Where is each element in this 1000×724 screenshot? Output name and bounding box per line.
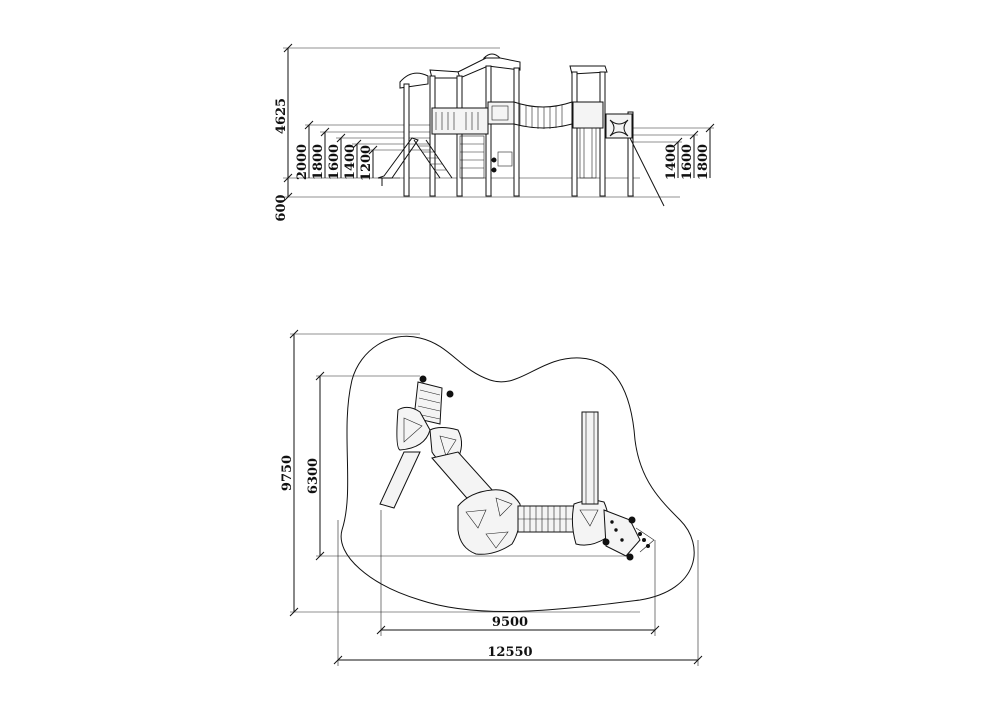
label-equipment-depth: 6300 <box>306 458 321 494</box>
label-height-2000: 2000 <box>295 144 310 180</box>
dimension-equipment-depth: 6300 <box>306 371 630 561</box>
dimension-height-total: 4625 <box>274 43 500 183</box>
dimension-overall-depth: 9750 <box>280 329 640 617</box>
dimension-ground-depth: 600 <box>274 178 680 222</box>
label-height-right-1800: 1800 <box>696 144 711 180</box>
dimension-right-heights: 1400 1600 1800 <box>630 123 715 180</box>
label-height-1200: 1200 <box>359 145 374 181</box>
label-overall-width: 12550 <box>487 645 532 660</box>
safety-zone-outline <box>340 335 695 613</box>
label-ground-depth: 600 <box>274 194 289 221</box>
elevation-view: 4625 600 2000 1800 <box>274 43 715 222</box>
elevation-structure <box>377 53 665 207</box>
label-height-1600: 1600 <box>327 144 342 180</box>
label-height-1400: 1400 <box>343 144 358 180</box>
plan-structure <box>379 375 655 561</box>
label-height-1800: 1800 <box>311 144 326 180</box>
label-height-right-1600: 1600 <box>680 144 695 180</box>
label-height-right-1400: 1400 <box>664 144 679 180</box>
label-overall-depth: 9750 <box>280 455 295 491</box>
plan-view: 9750 6300 9500 12550 <box>280 329 703 666</box>
dimension-overall-width: 12550 <box>333 520 703 666</box>
label-equipment-width: 9500 <box>492 615 528 630</box>
dimension-left-heights: 2000 1800 1600 1400 1200 <box>295 120 430 181</box>
label-height-total: 4625 <box>274 98 289 134</box>
dimension-equipment-width: 9500 <box>376 510 660 636</box>
